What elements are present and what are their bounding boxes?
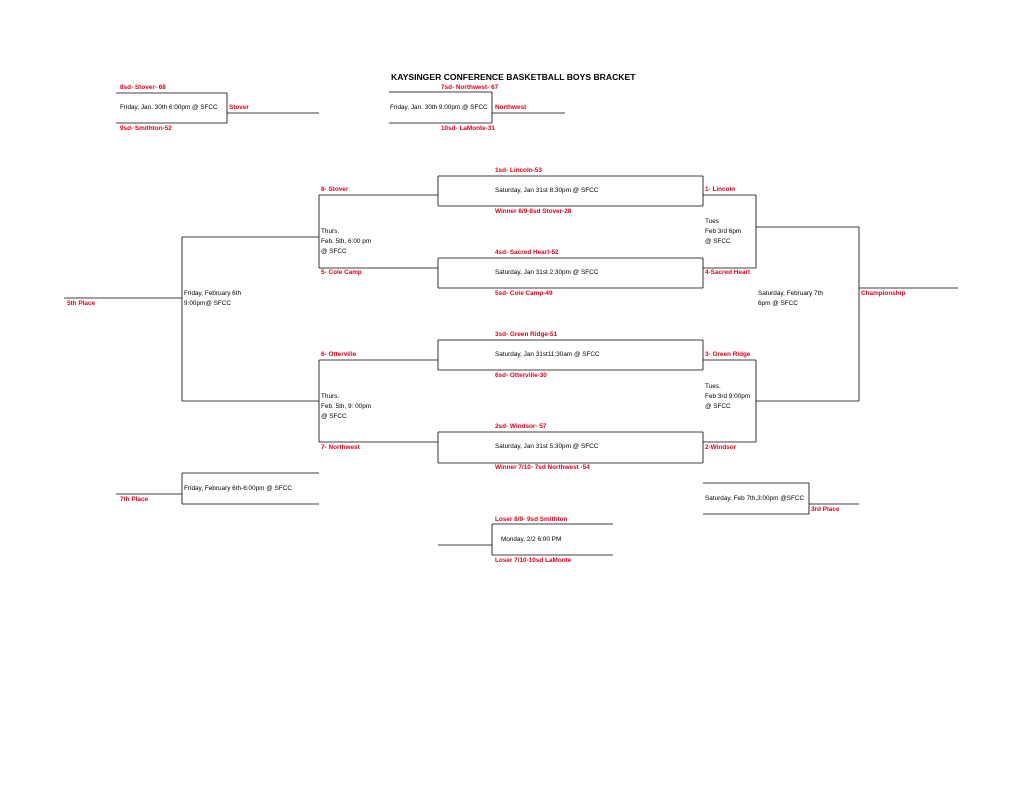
seventh-place-label: 7th Place (120, 496, 149, 503)
prelim2-top-team: 7sd- Northwest- 67 (441, 84, 499, 91)
left-semi1-top-team: 8- Stover (321, 186, 349, 193)
r1g4-time: Saturday, Jan 31st 5:30pm @ SFCC (495, 443, 599, 450)
championship-label: Championship (861, 290, 906, 297)
prelim1-bottom-team: 9sd- Smithton-52 (120, 125, 172, 132)
bracket-title: KAYSINGER CONFERENCE BASKETBALL BOYS BRA… (391, 72, 636, 82)
r1g2-time: Saturday, Jan 31st 2:30pm @ SFCC (495, 269, 599, 276)
right-semi2-top-team: 3- Green Ridge (705, 351, 751, 358)
prelim1-time: Friday, Jan. 30th 6:00pm @ SFCC (120, 104, 218, 111)
r1g2-top-team: 4sd- Sacred Heart-52 (495, 249, 559, 256)
left-semi2-top-team: 6- Otterville (321, 351, 357, 358)
prelim2-time: Friday, Jan. 30th 9:00pm @ SFCC (390, 104, 488, 111)
prelim2-bottom-team: 10sd- LaMonte-31 (441, 125, 495, 132)
right-semi1-time: Tues Feb 3rd 6pm @ SFCC (705, 218, 742, 245)
prelim1-top-team: 8sd- Stover- 68 (120, 84, 166, 91)
r1g4-top-team: 2sd- Windsor- 57 (495, 423, 547, 430)
r1g3-bottom-team: 6sd- Otterville-30 (495, 372, 547, 379)
third-place-time: Saturday, Feb 7th,3:00pm @SFCC (705, 495, 805, 502)
right-semi1-top-team: 1- Lincoln (705, 186, 736, 193)
left-semi1-time: Thurs. Feb. 5th, 6:00 pm @ SFCC (321, 228, 372, 255)
consolation-time: Monday, 2/2 6:00 PM (501, 536, 562, 543)
third-place-label: 3rd Place (811, 506, 840, 513)
prelim1-winner: Stover (229, 104, 249, 111)
right-semi2-time: Tues. Feb 3rd 9:00pm @ SFCC (705, 383, 751, 410)
consolation-top-team: Loser 8/9- 9sd Smithton (495, 516, 568, 523)
left-semi2-time: Thurs. Feb. 5th, 9: 00pm @ SFCC (321, 393, 372, 420)
r1g1-time: Saturday, Jan 31st 8:30pm @ SFCC (495, 187, 599, 194)
r1g3-top-team: 3sd- Green Ridge-51 (495, 331, 558, 338)
fifth-place-time: Friday, February 6th 9:00pm@ SFCC (184, 290, 242, 307)
seventh-place-time: Friday, February 6th-6:00pm @ SFCC (184, 485, 292, 492)
consolation-bottom-team: Loser 7/10-10sd LaMonte (495, 557, 572, 564)
r1g1-top-team: 1sd- Lincoln-53 (495, 167, 542, 174)
left-semi2-bottom-team: 7- Northwest (321, 444, 360, 451)
right-semi1-bottom-team: 4-Sacred Heart (705, 269, 751, 276)
r1g1-bottom-team: Winner 8/9-8sd Stover-28 (495, 208, 572, 215)
r1g3-time: Saturday, Jan 31st11:30am @ SFCC (495, 351, 600, 358)
r1g2-bottom-team: 5sd- Cole Camp-49 (495, 290, 553, 297)
right-semi2-bottom-team: 2-Windsor (705, 444, 737, 451)
fifth-place-label: 5th Place (67, 300, 96, 307)
r1g4-bottom-team: Winner 7/10- 7sd Northwest -54 (495, 464, 590, 471)
left-semi1-bottom-team: 5- Cole Camp (321, 269, 362, 276)
prelim2-winner: Northwest (495, 104, 527, 111)
championship-time: Saturday, February 7th 6pm @ SFCC (758, 290, 823, 307)
